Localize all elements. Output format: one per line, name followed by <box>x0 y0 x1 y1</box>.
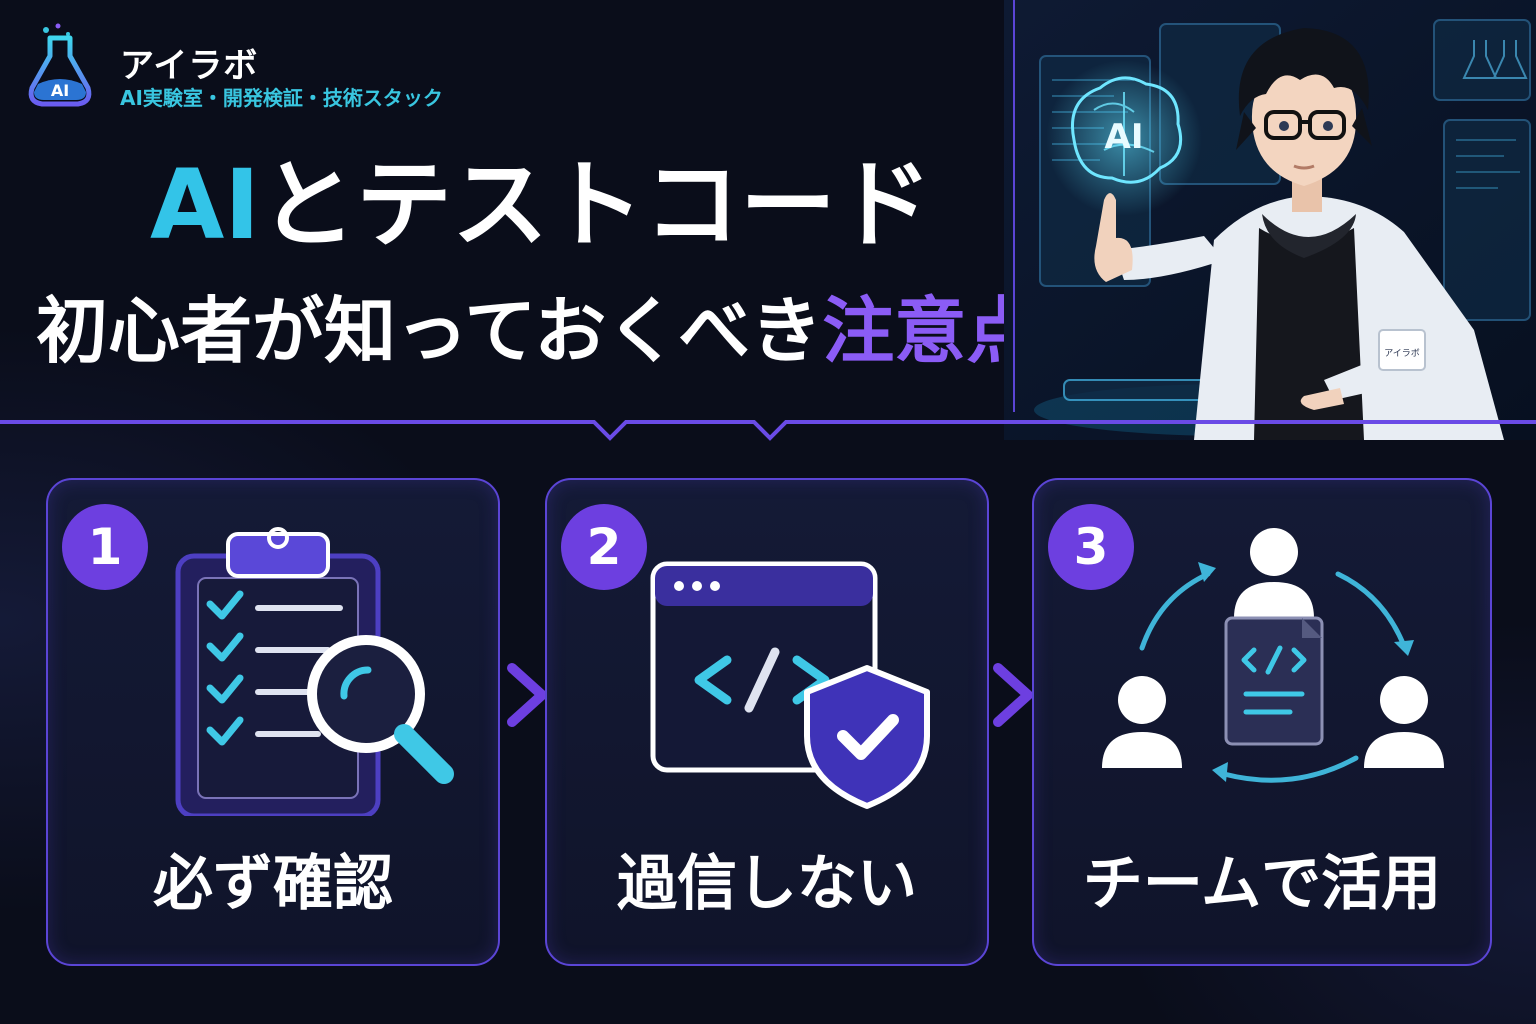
hologram-ai-label: AI <box>1105 117 1144 157</box>
chevron-right-icon <box>993 663 1033 727</box>
flask-logo-icon: AI <box>28 23 92 107</box>
hero-illustration: AI アイラボ <box>1004 0 1536 440</box>
subheadline-accent: 注意点 <box>822 289 1039 373</box>
chevron-right-icon <box>507 663 547 727</box>
headline-line-1: AIとテストコード <box>150 150 932 260</box>
step-card-3[interactable]: 3 チームで活用 <box>1032 478 1492 966</box>
flask-label: AI <box>51 81 69 100</box>
scientist-character: アイラボ <box>1094 28 1504 440</box>
team-code-review-cycle-icon <box>1102 528 1444 783</box>
step-card-1[interactable]: 1 必ず確認 <box>46 478 500 966</box>
step-number-badge: 3 <box>1048 504 1134 590</box>
step-label: 過信しない <box>617 849 917 919</box>
brand-tagline: AI実験室・開発検証・技術スタック <box>120 86 443 110</box>
headline-line-2: 初心者が知っておくべき注意点 <box>36 290 1038 373</box>
coat-badge-label: アイラボ <box>1384 348 1420 359</box>
brand-logo[interactable]: AI アイラボ AI実験室・開発検証・技術スタック <box>24 20 464 110</box>
step-card-2[interactable]: 2 過信しない <box>545 478 989 966</box>
step-label: チームで活用 <box>1082 849 1442 919</box>
code-window-shield-check-icon <box>650 561 930 809</box>
brand-name: アイラボ <box>120 46 259 86</box>
step-label: 必ず確認 <box>153 849 393 919</box>
headline-accent-ai: AI <box>150 149 261 261</box>
subheadline-main: 初心者が知っておくべき <box>36 289 823 373</box>
step-number-badge: 1 <box>62 504 148 590</box>
hologram-brain: AI <box>1046 60 1202 216</box>
headline-rest: とテストコード <box>260 149 933 261</box>
step-number-badge: 2 <box>561 504 647 590</box>
section-divider <box>0 420 1536 441</box>
clipboard-checklist-magnifier-icon <box>175 527 454 816</box>
